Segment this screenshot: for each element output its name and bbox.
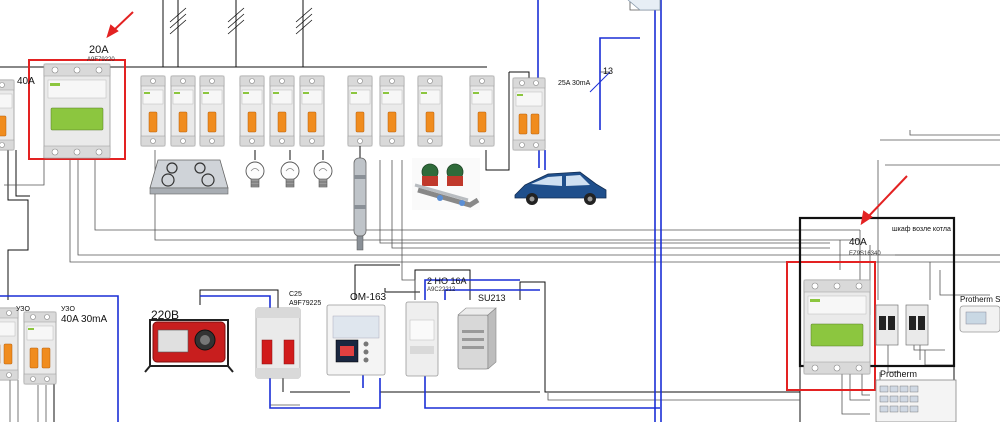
gen-breaker-code: A9F79225	[289, 300, 322, 307]
wire-count-label: 13	[603, 66, 614, 76]
breaker-icon	[170, 75, 196, 147]
highlight-boxes	[28, 59, 956, 391]
contactor-icon	[405, 301, 439, 377]
breaker-icon	[43, 63, 111, 159]
socket-model: SU213	[478, 293, 506, 303]
highlight-box-icon	[786, 261, 876, 391]
distribution-box-corner	[627, 0, 661, 11]
uzo-right-label: УЗО	[61, 306, 75, 313]
breaker-icon	[803, 279, 871, 375]
terminal-switch	[875, 304, 899, 346]
protherm-boiler-label: Protherm	[880, 369, 918, 379]
breaker-icon	[299, 75, 325, 147]
cooktop-icon	[149, 159, 229, 195]
breaker-icon	[269, 75, 295, 147]
rcd-icon	[0, 307, 19, 381]
left-breaker-rating: 40A	[17, 76, 35, 87]
breaker-icon	[379, 75, 405, 147]
arrow-icon	[860, 175, 908, 226]
gen-breaker-curve: C25	[289, 291, 302, 298]
boiler-breaker-code: EZ9S16340	[849, 251, 881, 257]
thermostat-icon	[959, 305, 1000, 333]
blue-wires	[0, 0, 662, 422]
bulb-icon	[245, 161, 265, 188]
highlight-box-icon	[28, 59, 126, 160]
uzo-rating: 40A 30mA	[61, 314, 108, 325]
terminal-switch	[905, 304, 929, 346]
uzo-left-label: УЗО	[16, 306, 30, 313]
breaker-icon	[255, 307, 301, 379]
cable-hash-mark	[589, 71, 611, 93]
boiler-cabinet-label: шкаф возле котла	[892, 226, 951, 233]
generator-icon	[144, 319, 234, 373]
breaker-icon	[140, 75, 166, 147]
grey-wires	[4, 0, 1000, 422]
protherm-thermostat-label: Protherm S	[960, 295, 1000, 304]
breaker-icon	[347, 75, 373, 147]
boiler-cabinet-frame	[798, 216, 956, 368]
black-wires	[0, 0, 955, 422]
car-icon	[514, 171, 607, 205]
rcd-icon	[23, 311, 57, 385]
main-breaker-code: A9F79220	[87, 57, 115, 63]
breaker-icon	[469, 75, 495, 147]
boiler-icon	[875, 379, 957, 422]
contactor-rating: 2 НО 16A	[427, 276, 467, 286]
bulb-icon	[313, 161, 333, 188]
arrow-icon	[106, 11, 134, 39]
generator-voltage: 220В	[151, 308, 180, 322]
breaker-icon	[417, 75, 443, 147]
relay-model: OM-163	[350, 292, 387, 303]
socket-module-icon	[457, 307, 497, 370]
rcd-ev-rating: 25A 30mA	[558, 80, 591, 87]
boiler-breaker-rating: 40A	[849, 237, 867, 248]
breaker-icon	[0, 79, 15, 151]
circulation-pump-icon	[412, 158, 480, 210]
cable-hash-marks	[169, 7, 313, 35]
main-breaker-rating: 20A	[89, 44, 109, 56]
voltage-relay-icon	[326, 304, 386, 376]
rcd-icon	[512, 77, 546, 151]
bulb-icon	[280, 161, 300, 188]
breaker-icon	[239, 75, 265, 147]
borehole-pump-icon	[353, 146, 367, 251]
contactor-code: A9C22212	[427, 287, 456, 293]
breaker-icon	[199, 75, 225, 147]
